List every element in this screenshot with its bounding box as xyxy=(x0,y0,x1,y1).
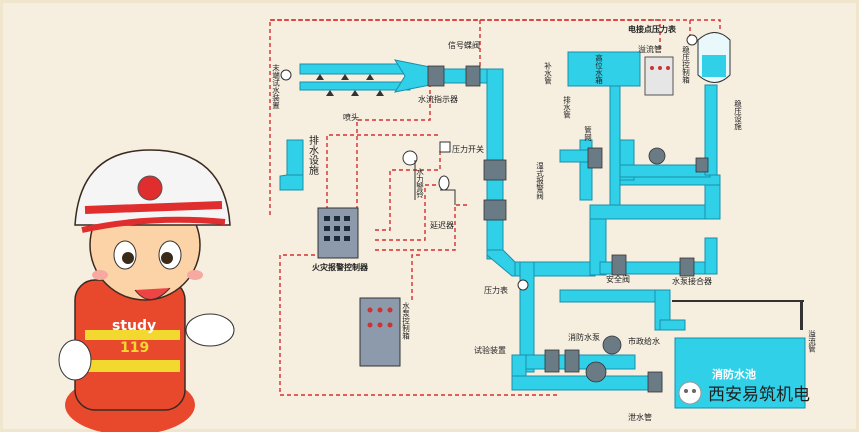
pressure-gauges xyxy=(280,34,698,291)
firefighter-mascot xyxy=(58,149,235,432)
label-pump-controller: 水泵控制箱 xyxy=(401,301,410,341)
label-overflow-pipe-top: 溢流管 xyxy=(638,44,662,54)
label-drain-tank: 排水管 xyxy=(562,95,571,120)
label-water-bell: 水力警铃 xyxy=(415,167,424,200)
pump-controller xyxy=(359,297,401,367)
label-delay-device: 延迟器 xyxy=(430,220,454,230)
signal-lines xyxy=(269,19,721,396)
label-pressure-gauge-top: 电接点压力表 xyxy=(628,24,677,34)
fire-alarm-controller xyxy=(317,207,359,259)
mascot-shirt-text: study xyxy=(112,318,156,334)
label-pump-adapter: 水泵接合器 xyxy=(672,276,712,286)
label-overflow-pipe: 溢流管 xyxy=(807,329,816,354)
label-stabilizer-control-box: 稳压控制箱 xyxy=(681,45,690,85)
label-stabilizer-device: 稳压设施 xyxy=(733,99,742,132)
valves xyxy=(427,65,709,393)
watermark xyxy=(678,381,702,405)
label-alarm-valve: 湿式报警阀 xyxy=(535,162,544,201)
label-safety-valve: 安全阀 xyxy=(606,274,630,284)
label-flow-indicator: 水流指示器 xyxy=(418,94,458,104)
label-signal-valve: 信号蝶阀 xyxy=(448,40,480,50)
sprinkler-heads xyxy=(316,74,384,96)
label-pressure-switch: 压力开关 xyxy=(452,144,484,154)
label-municipal-water: 市政给水 xyxy=(628,336,660,346)
label-drain-left: 排水设施 xyxy=(307,134,319,176)
stabilizer-tank xyxy=(697,32,731,83)
label-test-device: 试验装置 xyxy=(474,345,506,355)
label-fire-pool: 消防水池 xyxy=(712,367,756,381)
label-end-test-device: 末端试水装置 xyxy=(271,63,280,110)
label-fire-pump: 消防水泵 xyxy=(568,332,600,342)
mascot-shirt-number: 119 xyxy=(120,340,149,356)
label-high-tank: 高位水箱 xyxy=(594,53,603,86)
label-nozzle: 喷头 xyxy=(343,112,359,122)
label-drain-bottom: 泄水管 xyxy=(628,412,652,422)
stabilizer-control-box xyxy=(644,56,674,96)
pipes xyxy=(279,51,806,409)
label-pipe-network: 管网 xyxy=(583,125,592,143)
watermark-text: 西安易筑机电 xyxy=(708,385,810,405)
label-pressure-gauge: 压力表 xyxy=(484,285,508,295)
high-tank xyxy=(567,51,641,87)
label-fire-alarm-controller: 火灾报警控制器 xyxy=(312,262,369,272)
label-replenish-pipe: 补水管 xyxy=(543,61,552,86)
